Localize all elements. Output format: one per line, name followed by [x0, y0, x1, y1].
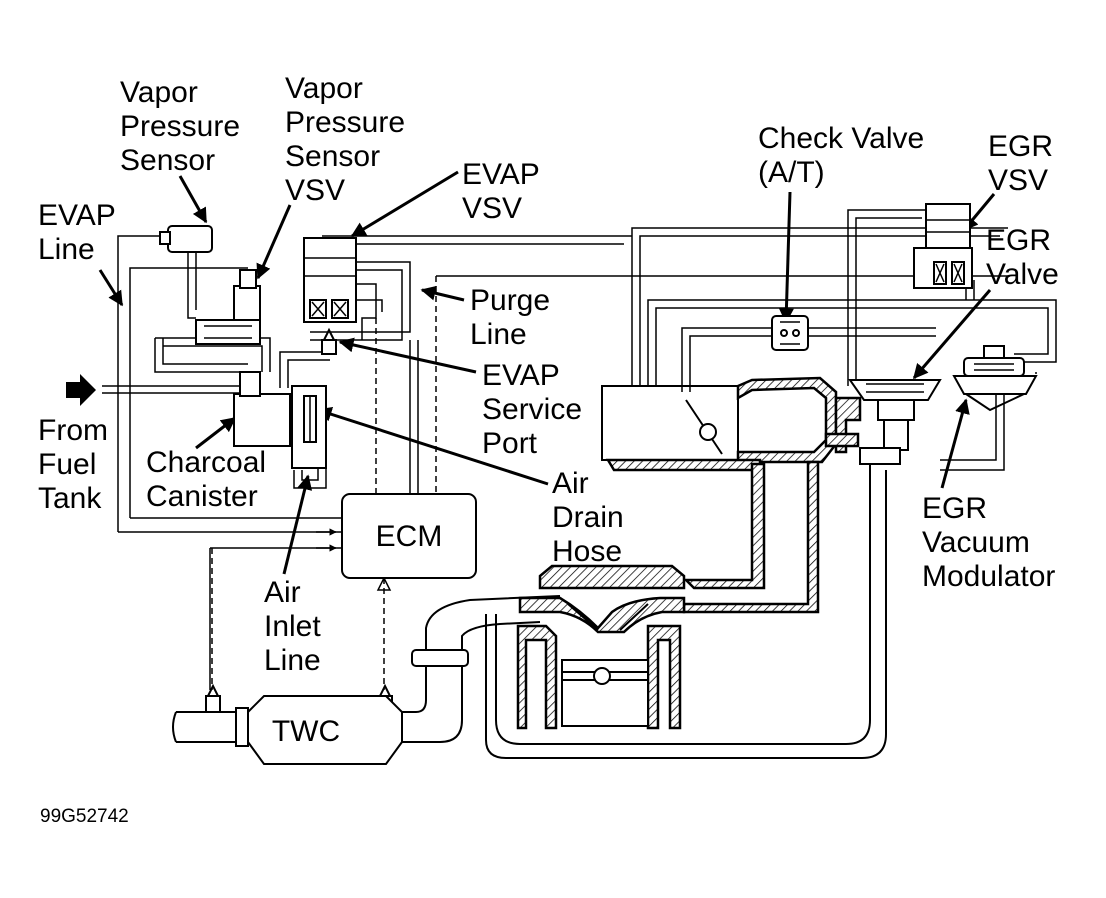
arrow-evap-service-port [338, 337, 477, 374]
label-line: Sensor [120, 144, 215, 177]
label-check-valve: Check Valve (A/T) [758, 122, 924, 189]
label-line: EGR [986, 224, 1051, 257]
from-fuel-tank-arrow-icon [66, 374, 96, 406]
arrow-charcoal-canister [195, 416, 237, 450]
arrow-air-inlet-line [282, 474, 313, 575]
label-line: (A/T) [758, 156, 825, 189]
engine-cylinder [516, 564, 686, 730]
ecm: ECM [341, 493, 477, 579]
arrow-egr-valve [912, 289, 992, 380]
label-vapor-pressure-sensor: Vapor Pressure Sensor [120, 76, 240, 177]
label-line: Valve [986, 258, 1059, 291]
arrow-air-drain-hose [316, 406, 549, 486]
label-line: EVAP [482, 359, 560, 392]
exhaust-system: TWC [172, 595, 561, 765]
arrow-vapor-pressure-sensor [178, 175, 208, 224]
label-line: Air [552, 467, 589, 500]
egr-plumbing [485, 209, 1057, 759]
label-line: Air [264, 576, 301, 609]
figure-code: 99G52742 [40, 806, 129, 827]
evap-plumbing [117, 235, 1010, 690]
egr-vacuum-modulator [952, 345, 1038, 412]
label-line: Port [482, 427, 538, 460]
label-line: Pressure [120, 110, 240, 143]
label-line: EVAP [38, 199, 116, 232]
label-line: Tank [38, 482, 102, 515]
label-line: Charcoal [146, 446, 266, 479]
label-egr-vsv: EGR VSV [988, 130, 1053, 197]
ecm-label: ECM [376, 520, 443, 553]
label-line: VSV [462, 192, 522, 225]
label-line: Pressure [285, 106, 405, 139]
label-line: Canister [146, 480, 258, 513]
charcoal-canister [233, 371, 327, 469]
arrow-check-valve [778, 191, 794, 324]
label-line: Inlet [264, 610, 321, 643]
egr-vsv [913, 203, 973, 289]
label-line: Fuel [38, 448, 96, 481]
label-charcoal-canister: Charcoal Canister [146, 446, 266, 513]
vapor-pressure-sensor-vsv [195, 269, 261, 345]
egr-valve [824, 379, 942, 465]
label-line: Purge [470, 284, 550, 317]
intake-manifold [601, 376, 838, 614]
twc-label: TWC [272, 715, 340, 748]
label-line: Line [264, 644, 321, 677]
evap-vsv [303, 237, 357, 323]
label-line: EGR [988, 130, 1053, 163]
label-evap-line: EVAP Line [38, 199, 116, 266]
label-line: VSV [285, 174, 345, 207]
label-line: Vapor [285, 72, 363, 105]
label-air-drain-hose: Air Drain Hose [552, 467, 624, 568]
label-line: Drain [552, 501, 624, 534]
label-line: Check Valve [758, 122, 924, 155]
label-line: Hose [552, 535, 622, 568]
label-line: Modulator [922, 560, 1055, 593]
label-vapor-pressure-sensor-vsv: Vapor Pressure Sensor VSV [285, 72, 405, 207]
label-line: Vapor [120, 76, 198, 109]
label-line: From [38, 414, 108, 447]
label-evap-vsv: EVAP VSV [462, 158, 540, 225]
label-line: EGR [922, 492, 987, 525]
label-egr-vacuum-modulator: EGR Vacuum Modulator [922, 492, 1055, 593]
label-egr-valve: EGR Valve [986, 224, 1059, 291]
label-line: Line [470, 318, 527, 351]
label-from-fuel-tank: From Fuel Tank [38, 414, 108, 515]
label-line: Sensor [285, 140, 380, 173]
label-line: Vacuum [922, 526, 1030, 559]
label-line: Line [38, 233, 95, 266]
evap-service-port [321, 327, 337, 355]
label-air-inlet-line: Air Inlet Line [264, 576, 321, 677]
check-valve [771, 315, 809, 351]
arrow-evap-vsv [350, 170, 459, 238]
label-evap-service-port: EVAP Service Port [482, 359, 582, 460]
label-purge-line: Purge Line [470, 284, 550, 351]
arrow-vapor-pressure-sensor-vsv [256, 204, 292, 280]
label-line: EVAP [462, 158, 540, 191]
arrow-egr-vacuum-modulator [940, 398, 970, 489]
arrow-purge-line [420, 285, 465, 302]
label-line: Service [482, 393, 582, 426]
vapor-pressure-sensor [159, 225, 213, 253]
label-line: VSV [988, 164, 1048, 197]
